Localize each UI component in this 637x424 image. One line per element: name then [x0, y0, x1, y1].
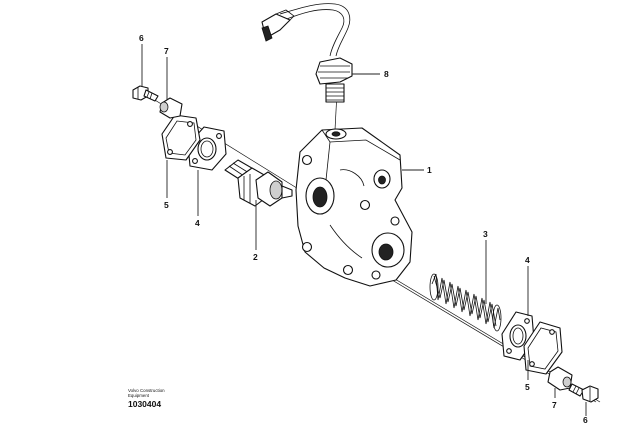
callout-8: 8: [384, 69, 389, 79]
callout-labels: 6 7 5 4 2 8 1 3 4 5 7 6: [139, 33, 588, 424]
brand-line-2: Equipment: [128, 393, 149, 398]
part-2-spool: [224, 159, 293, 207]
callout-4-left: 4: [195, 218, 200, 228]
callout-leaders: [141, 44, 587, 416]
drawing-caption: Volvo Construction Equipment 1030404: [128, 388, 188, 409]
callout-2: 2: [253, 252, 258, 262]
callout-1: 1: [427, 165, 432, 175]
callout-7-right: 7: [552, 400, 557, 410]
drawing-number: 1030404: [128, 399, 162, 409]
electrical-connector: [261, 9, 295, 42]
callout-5-left: 5: [164, 200, 169, 210]
hydraulic-pipe: [279, 3, 351, 57]
brand-line-1: Volvo Construction: [128, 388, 165, 393]
part-7-sleeve-right: [547, 366, 573, 391]
callout-7-left: 7: [164, 46, 169, 56]
part-6-bolt-right: [568, 383, 599, 403]
part-6-bolt-left: [132, 85, 159, 102]
part-8-fitting: [315, 57, 353, 103]
part-5-cover-right: [523, 321, 563, 375]
part-3-spring: [429, 273, 502, 332]
callout-4-right: 4: [525, 255, 530, 265]
callout-3: 3: [483, 229, 488, 239]
callout-6-left: 6: [139, 33, 144, 43]
part-1-valve-housing: [295, 127, 413, 287]
part-7-sleeve-left: [159, 97, 183, 119]
callout-6-right: 6: [583, 415, 588, 424]
part-5-cover-left: [161, 114, 201, 161]
callout-5-right: 5: [525, 382, 530, 392]
